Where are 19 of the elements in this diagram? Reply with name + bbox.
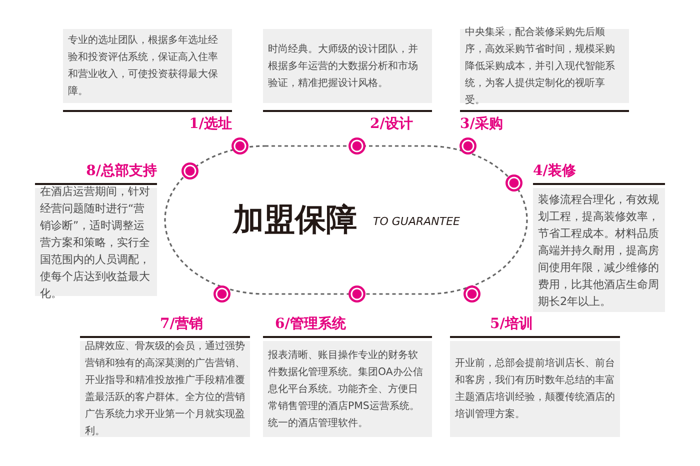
subtitle: TO GUARANTEE (373, 215, 460, 229)
text-panel: 开业前，总部会提前培训店长、前台和客房，我们有历时数年总结的丰富主题酒店培训经验，颠覆传统酒店的培训管理方案。 (450, 341, 620, 437)
heading: 加盟保障 (233, 201, 357, 240)
text-panel: 报表清晰、账目操作专业的财务软件数据化管理系统。集团OA办公信息化平台系统。功能齐全、方便日常销售管理的酒店PMS运营系统。统一的酒店管理软件。 (263, 341, 432, 437)
section-title: 8/总部支持 (86, 162, 157, 180)
section-title: 3/采购 (460, 115, 503, 133)
section-title: 2/设计 (370, 115, 413, 133)
section-title: 4/装修 (533, 162, 576, 180)
text-panel: 专业的选址团队，根据多年选址经验和投资评估系统，保证高入住率和营业收入，可使投资获得最大保障。 (63, 29, 232, 103)
section-title: 5/培训 (490, 315, 533, 333)
section-title: 1/选址 (189, 115, 232, 133)
dashed-loop (165, 146, 527, 294)
text-panel: 装修流程合理化，有效规划工程，提高装修效率，节省工程成本。材料品质高端并持久耐用，提高房间使用年限，减少维修的费用，比其他酒店生命周期长2年以上。 (533, 188, 665, 312)
section-title: 6/管理系统 (275, 315, 346, 333)
text-panel: 在酒店运营期间，针对经营问题随时进行“营销诊断”，适时调整运营方案和策略，实行全国范围内的人员调配，使每个店达到收益最大化。 (35, 188, 157, 296)
text-panel: 中央集采，配合装修采购先后顺序，高效采购节省时间，规模采购降低采购成本，并引入现代智能系统，为客人提供定制化的视听享受。 (460, 29, 629, 103)
text-panel: 时尚经典。大师级的设计团队，并根据多年运营的大数据分析和市场验证，精准把握设计风格。 (263, 29, 432, 103)
section-title: 7/营销 (160, 315, 203, 333)
text-panel: 品牌效应、骨灰级的会员，通过强势营销和独有的高深莫测的广告营销、开业指导和精准投放推广手段精准覆盖最活跃的客户群体。全方位的营销广告系统力求开业第一个月就实现盈利。 (80, 341, 250, 437)
